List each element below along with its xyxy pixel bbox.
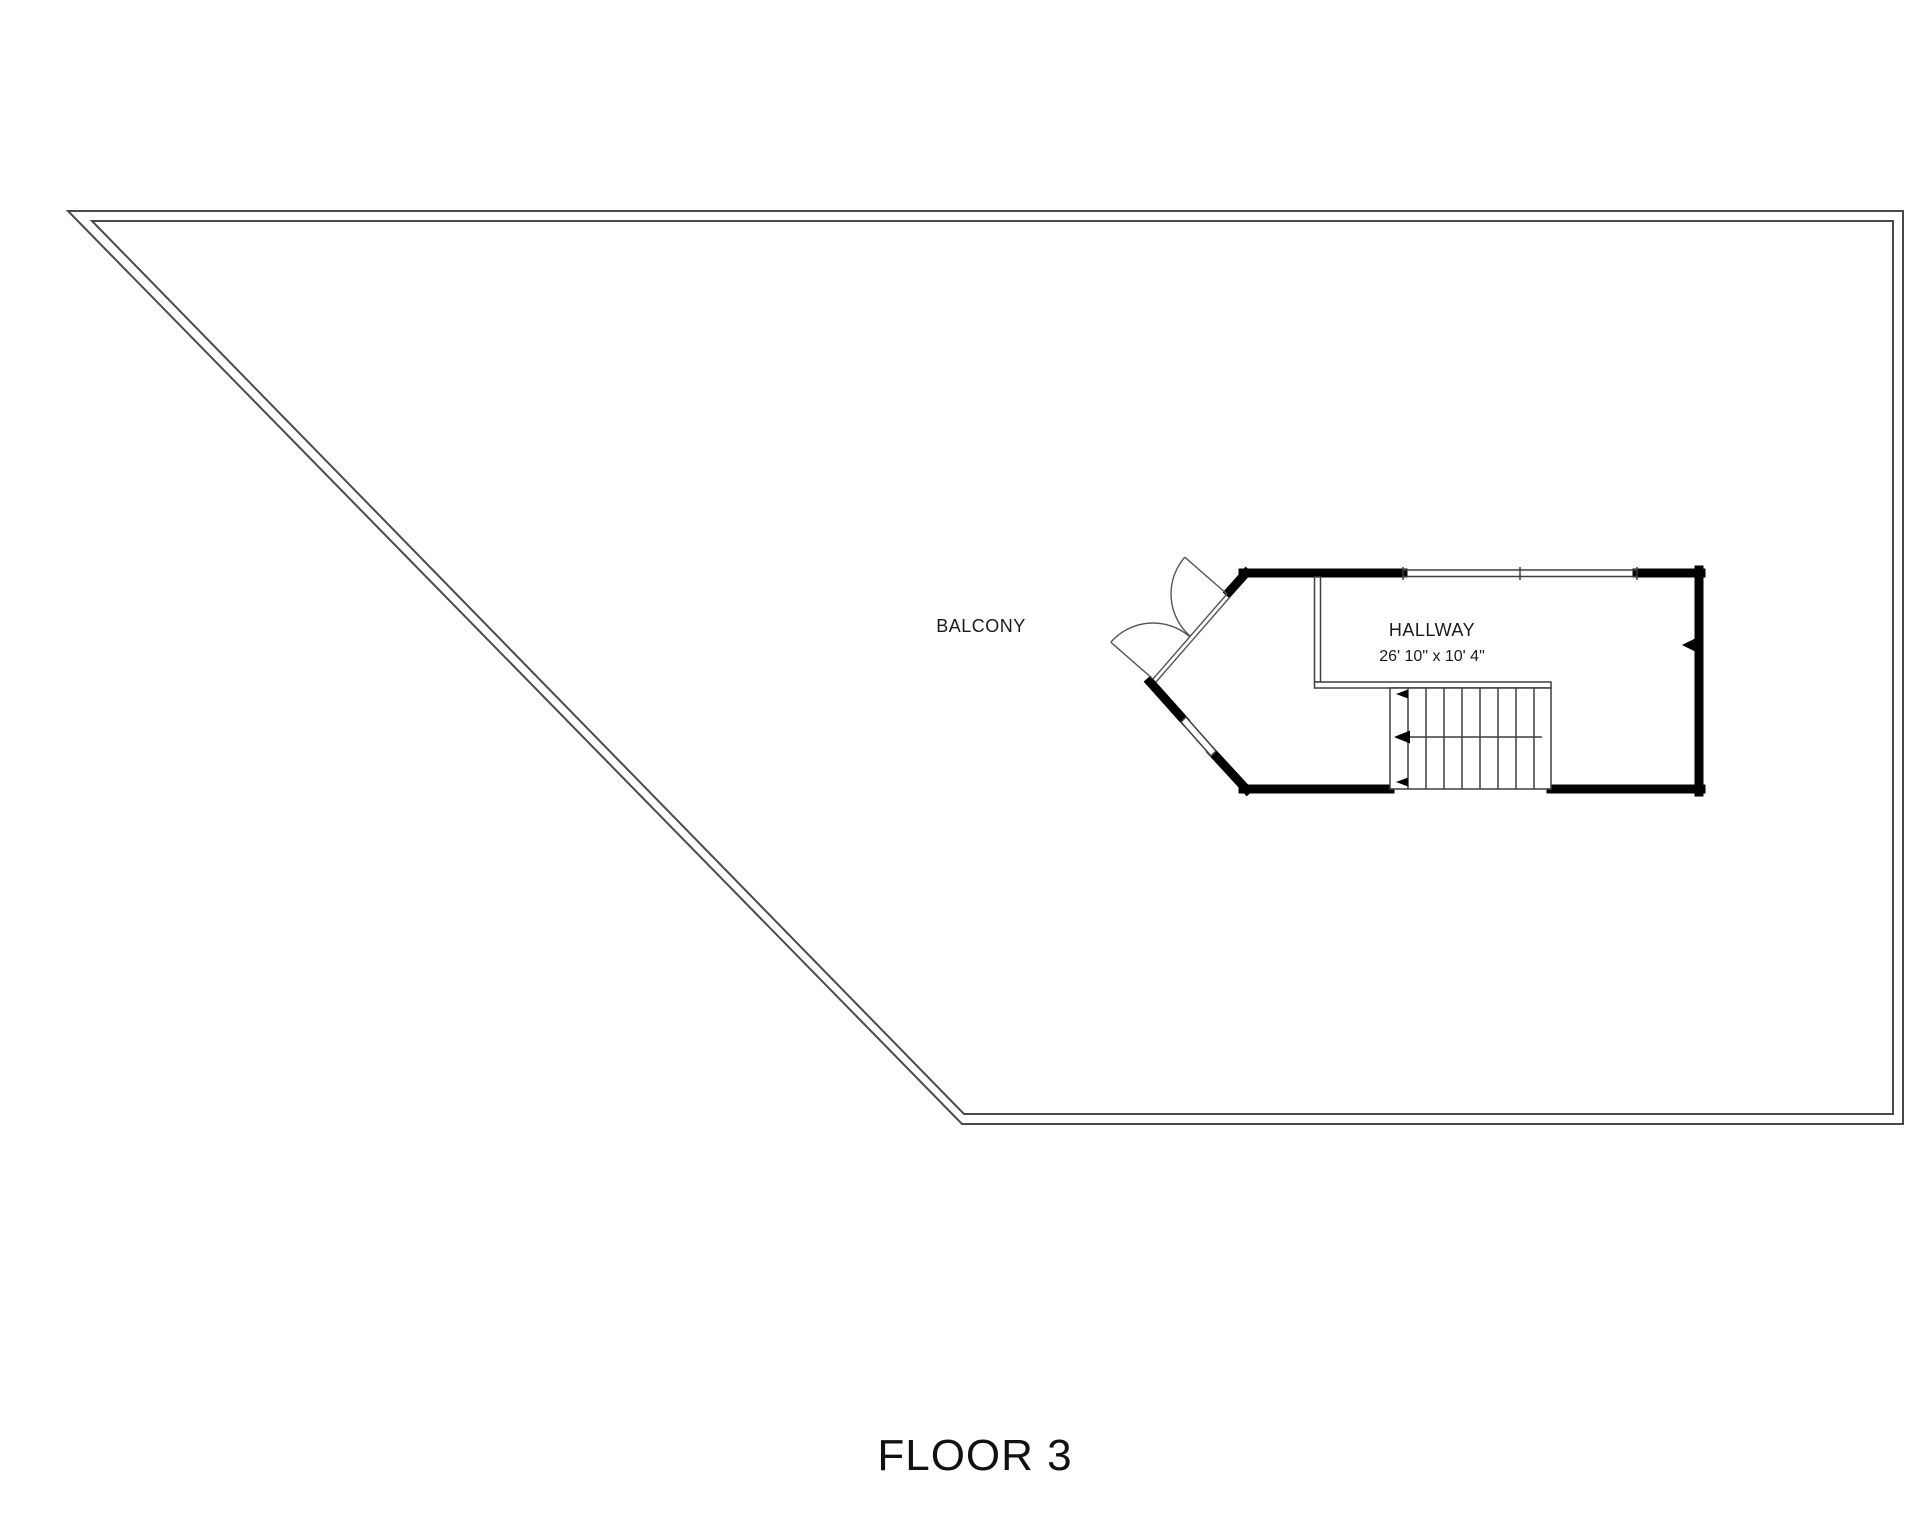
hallway-label: HALLWAY	[1389, 620, 1475, 640]
window-diagonal	[1179, 715, 1218, 758]
railing-horizontal	[1313, 681, 1552, 689]
entry-door	[1110, 556, 1231, 683]
floor-title: FLOOR 3	[877, 1431, 1072, 1480]
door-leaf-upper	[1184, 556, 1228, 595]
door-leaf-lower	[1110, 641, 1154, 680]
wall-diagonal-upper-stub	[1222, 566, 1253, 599]
door-threshold-inner	[1155, 596, 1231, 683]
balcony-outline	[65, 210, 1904, 1125]
direction-arrows	[1394, 638, 1695, 787]
stair-arrow-middle	[1394, 730, 1410, 744]
railing-vertical	[1313, 576, 1322, 683]
hallway-floor	[1150, 573, 1699, 789]
balcony-inner-wall	[89, 220, 1894, 1115]
stair-outline	[1389, 687, 1552, 790]
door-swing-arc-lower	[1110, 622, 1191, 643]
balcony-label: BALCONY	[936, 616, 1026, 636]
wall-diagonal-lower-a	[1143, 675, 1191, 727]
hallway-windows	[1179, 567, 1638, 758]
right-wall-arrow	[1682, 638, 1695, 652]
staircase	[1389, 687, 1552, 790]
hallway-dimensions: 26' 10" x 10' 4"	[1379, 648, 1485, 665]
wall-diagonal-lower-b	[1205, 745, 1254, 797]
hallway-walls	[1143, 565, 1706, 797]
balcony-outer-wall	[65, 210, 1904, 1125]
door-swing-arc-upper	[1170, 556, 1191, 637]
stair-arrow-bottom	[1396, 777, 1408, 787]
stair-arrow-top	[1396, 689, 1408, 699]
